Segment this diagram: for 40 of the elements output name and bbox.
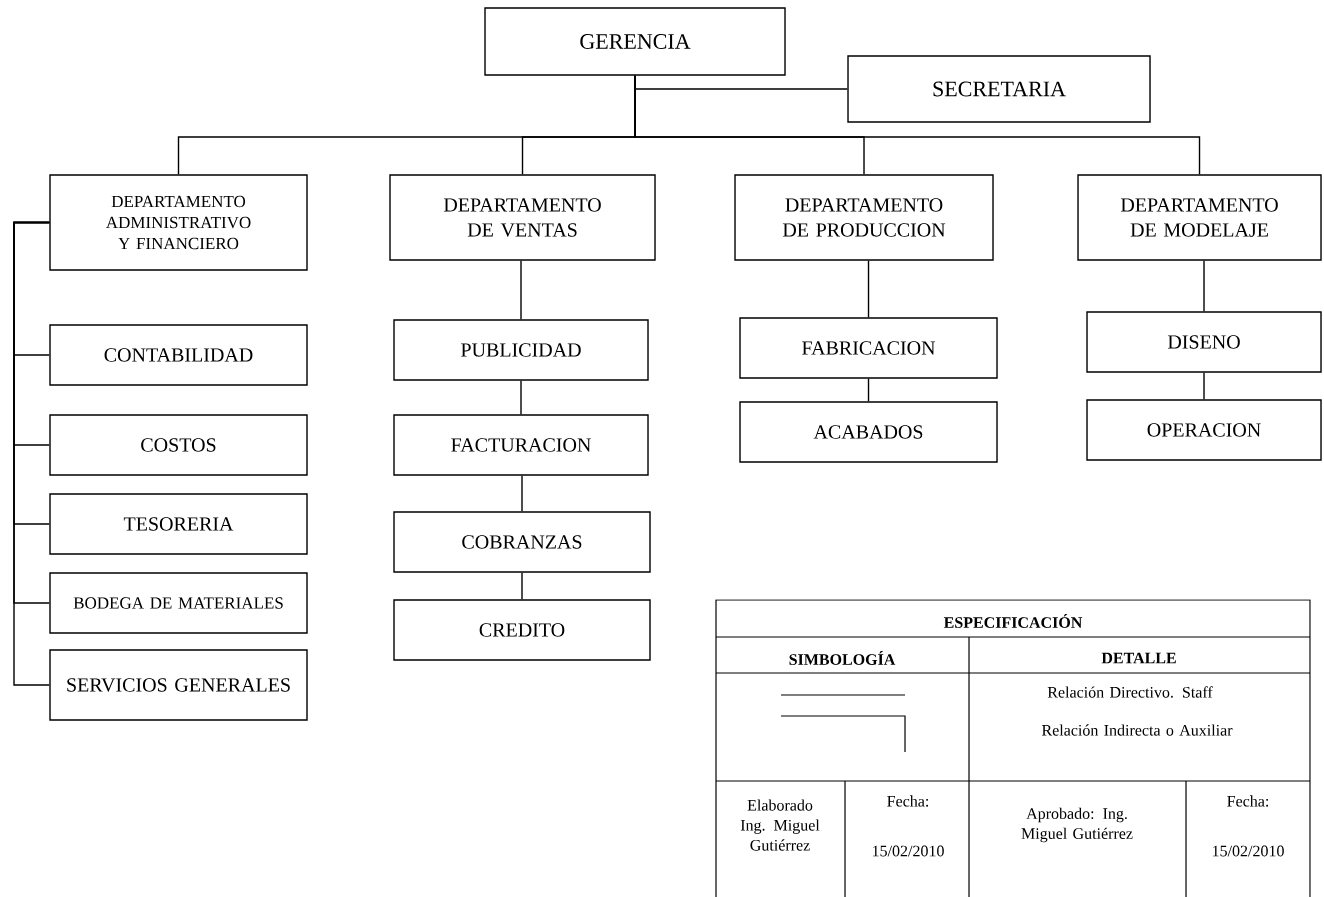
org-box: DISENO (1086, 311, 1322, 373)
org-box: DEPARTAMENTO DE PRODUCCION (734, 174, 994, 261)
org-box: FACTURACION (393, 414, 649, 476)
connector-line (867, 378, 870, 402)
table-text: Relación Directivo. Staff (1047, 686, 1213, 698)
org-box: BODEGA DE MATERIALES (49, 572, 308, 634)
table-text: 15/02/2010 (1213, 845, 1284, 857)
org-box: COBRANZAS (393, 511, 651, 573)
org-box: FABRICACION (739, 317, 998, 379)
table-text: Elaborado Ing. Miguel Gutiérrez (740, 799, 820, 851)
org-box: DEPARTAMENTO DE MODELAJE (1077, 174, 1322, 261)
org-box: ACABADOS (739, 401, 998, 463)
org-box: SECRETARIA (847, 55, 1151, 123)
connector-line (1203, 260, 1205, 312)
org-box: OPERACION (1086, 399, 1322, 461)
org-box: COSTOS (49, 414, 308, 476)
connector-line (13, 221, 50, 686)
org-box: GERENCIA (484, 7, 786, 76)
org-box: TESORERIA (49, 493, 308, 555)
connector-line (520, 260, 522, 320)
connector-line (520, 380, 522, 415)
connector-line (521, 572, 523, 600)
table-heading: DETALLE (1101, 652, 1176, 664)
table-heading: ESPECIFICACIÓN (943, 614, 1083, 628)
table-text: Aprobado: Ing. Miguel Gutiérrez (1021, 807, 1133, 843)
org-box: PUBLICIDAD (393, 319, 649, 381)
org-box: SERVICIOS GENERALES (49, 649, 308, 721)
table-heading: SIMBOLOGÍA (789, 651, 896, 665)
table-text: Relación Indirecta o Auxiliar (1041, 724, 1233, 736)
table-text: 15/02/2010 (873, 845, 944, 857)
table-text: Fecha: (887, 795, 929, 807)
org-box: DEPARTAMENTO ADMINISTRATIVO Y FINANCIERO (49, 174, 308, 271)
org-box: CONTABILIDAD (49, 324, 308, 386)
table-text: Fecha: (1227, 795, 1269, 807)
connector-line (521, 475, 523, 512)
org-box: CREDITO (393, 599, 651, 661)
org-box: DEPARTAMENTO DE VENTAS (389, 174, 656, 261)
connector-line (634, 75, 1201, 175)
connector-line (1203, 372, 1205, 400)
connector-line (867, 260, 870, 318)
